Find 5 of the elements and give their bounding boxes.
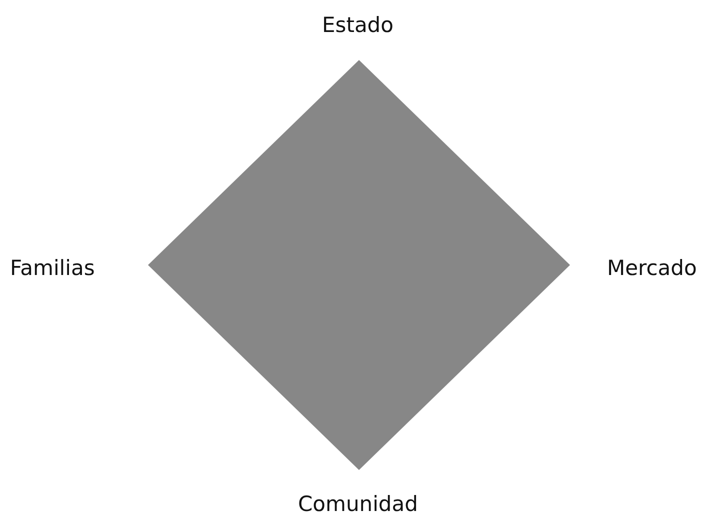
corner-label: Mercado [607, 255, 697, 281]
corner-label: Familias [10, 255, 95, 281]
diamond-shape [148, 60, 570, 470]
corner-label: Comunidad [298, 491, 418, 516]
corner-label: Estado [322, 12, 394, 38]
